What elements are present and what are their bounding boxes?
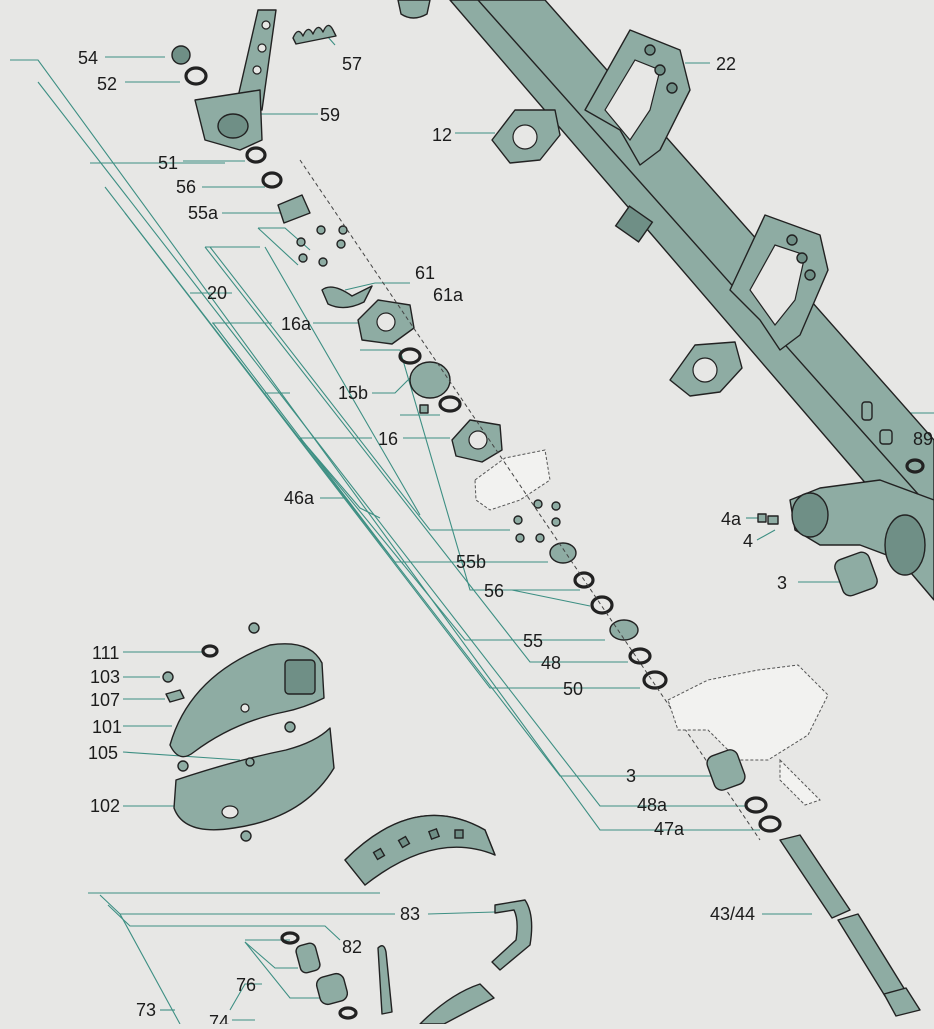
bolts-right	[757, 401, 925, 525]
dust-shield-101	[162, 622, 325, 758]
label-107: 107	[90, 690, 120, 710]
label-43-44: 43/44	[710, 904, 755, 924]
label-102: 102	[90, 796, 120, 816]
label-4a: 4a	[721, 509, 742, 529]
brake-shoe	[344, 814, 496, 886]
label-73: 73	[136, 1000, 156, 1020]
label-16a: 16a	[281, 314, 312, 334]
return-spring-57	[292, 24, 337, 45]
top-misc	[397, 0, 431, 19]
label-56-top: 56	[176, 177, 196, 197]
axle-beam	[449, 0, 934, 561]
brake-flange-lower	[669, 341, 743, 397]
camshaft-43-44	[779, 834, 921, 1017]
label-16: 16	[378, 429, 398, 449]
steering-knuckle	[789, 479, 934, 601]
label-50: 50	[563, 679, 583, 699]
spring-bracket-upper	[584, 29, 691, 166]
bush-3-right	[834, 551, 878, 597]
clip-83	[491, 899, 533, 971]
label-3-right: 3	[777, 573, 787, 593]
label-57: 57	[342, 54, 362, 74]
label-74: 74	[209, 1012, 229, 1024]
label-20: 20	[207, 283, 227, 303]
label-111: 111	[92, 643, 119, 663]
label-76: 76	[236, 975, 256, 995]
brake-flange-12	[491, 109, 561, 164]
label-103: 103	[90, 667, 120, 687]
label-105: 105	[88, 743, 118, 763]
label-55a: 55a	[188, 203, 219, 223]
center-column-parts	[245, 146, 761, 841]
label-101: 101	[92, 717, 122, 737]
ring-48a	[744, 796, 768, 814]
label-12: 12	[432, 125, 452, 145]
label-3-mid: 3	[626, 766, 636, 786]
label-82: 82	[342, 937, 362, 957]
label-89: 89	[913, 429, 933, 449]
dust-shield-102	[173, 727, 335, 842]
knuckle-ghost	[667, 664, 829, 806]
label-46a: 46a	[284, 488, 315, 508]
label-54: 54	[78, 48, 98, 68]
label-52: 52	[97, 74, 117, 94]
slack-adjuster	[171, 9, 277, 151]
label-51: 51	[158, 153, 178, 173]
label-48: 48	[541, 653, 561, 673]
label-4: 4	[743, 531, 753, 551]
label-47a: 47a	[654, 819, 685, 839]
label-83: 83	[400, 904, 420, 924]
label-61: 61	[415, 263, 435, 283]
label-22: 22	[716, 54, 736, 74]
label-55: 55	[523, 631, 543, 651]
label-56-mid: 56	[484, 581, 504, 601]
part-labels: 54 52 57 59 51 56 55a 61 61a 20 16a 15b …	[78, 48, 933, 1029]
spring-bracket-lower	[729, 214, 829, 351]
label-15b: 15b	[338, 383, 368, 403]
label-55b: 55b	[456, 552, 486, 572]
bottom-small-parts	[280, 931, 495, 1025]
label-48a: 48a	[637, 795, 668, 815]
ring-47a	[758, 815, 782, 833]
label-59: 59	[320, 105, 340, 125]
bush-3-middle	[706, 749, 746, 791]
label-61a: 61a	[433, 285, 464, 305]
